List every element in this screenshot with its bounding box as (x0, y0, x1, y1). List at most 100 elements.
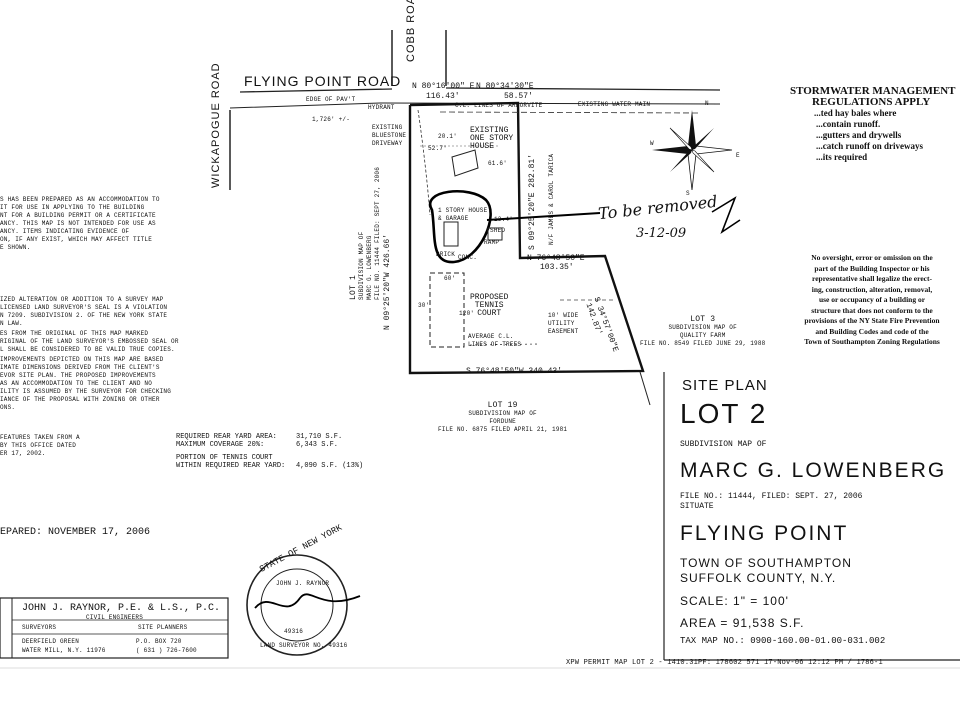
firm-block-frame (0, 597, 229, 659)
title-county: SUFFOLK COUNTY, N.Y. (680, 571, 837, 585)
title-scale: SCALE: 1" = 100' (680, 594, 789, 608)
max-coverage-value: 6,343 S.F. (296, 441, 339, 449)
note-alteration: IZED ALTERATION OR ADDITION TO A SURVEY … (0, 296, 168, 327)
dim-61-6: 61.6' (488, 160, 508, 167)
firm-phone: ( 631 ) 726-7600 (136, 647, 197, 654)
tree-line-label: AVERAGE C.L.LINES OF TREES (468, 333, 522, 348)
firm-address-2: WATER MILL, N.Y. 11976 (22, 647, 106, 654)
road-north-edge-left (239, 88, 393, 93)
existing-house (451, 149, 479, 177)
compass-e: E (736, 152, 740, 159)
title-town: TOWN OF SOUTHAMPTON (680, 556, 852, 570)
firm-surveyors: SURVEYORS (22, 624, 57, 631)
plot-footer: XPW PERMIT MAP LOT 2 - 1410.31PF: 178602… (566, 659, 883, 667)
title-place: FLYING POINT (680, 522, 849, 545)
lot19-leader (639, 371, 651, 406)
dim-30: 30' (418, 302, 430, 309)
bearing-east-mid-dist: 103.35' (540, 263, 574, 272)
bearing-north-1: N 80°16'00" E (412, 82, 475, 91)
title-owner: MARC G. LOWENBERG (680, 459, 947, 482)
brick-label: BRICK (436, 251, 456, 258)
removal-leader-line (486, 212, 601, 221)
bearing-west: N 09°25'20"W 426.66' (383, 233, 392, 330)
stormwater-stamp: STORMWATER MANAGEMENT REGULATIONS APPLY … (790, 85, 956, 163)
seal-name: JOHN J. RAYNOR (276, 580, 330, 587)
tree-line (469, 343, 541, 346)
firm-address-1: DEERFIELD GREEN (22, 638, 80, 645)
hydrant-label: HYDRANT (368, 104, 395, 111)
neighbor-owner-label: N/F JAMES & CAROL TARICA (548, 153, 555, 245)
arborvite-label: C.L. LINES OF ARBORVITE (455, 102, 543, 109)
flying-point-road-label: FLYING POINT ROAD (244, 73, 402, 89)
title-subdivision-map: SUBDIVISION MAP OF (680, 440, 767, 449)
concrete-label: CONC. (458, 254, 478, 261)
property-boundary (408, 101, 645, 375)
compass-w: W (650, 140, 654, 147)
bearing-south: S 76°48'50"W 340.43' (466, 367, 563, 376)
title-tax-map: TAX MAP NO.: 0900-160.00-01.00-031.002 (680, 636, 886, 646)
water-main-label: EXISTING WATER MAIN (578, 101, 651, 108)
tennis-portion-label-2: WITHIN REQUIRED REAR YARD: (176, 462, 286, 470)
compass-rose (652, 110, 733, 191)
dim-13-4: 13.4' (494, 216, 514, 223)
seal-number: 49316 (284, 628, 304, 635)
title-lot: LOT 2 (680, 398, 768, 429)
dim-52-7: 52.7' (428, 145, 448, 152)
garage-footprint (443, 221, 459, 247)
dim-120: 120' (459, 310, 475, 317)
note-accommodation: S HAS BEEN PREPARED AS AN ACCOMMODATION … (0, 196, 160, 251)
bearing-north-1-dist: 116.43' (426, 92, 460, 101)
bearing-east-mid: N 76°48'50"E (527, 254, 585, 263)
shed-footprint (487, 227, 503, 241)
distance-to-corner: 1,726' +/- (312, 116, 351, 123)
road-north-edge-right (445, 87, 721, 91)
handwritten-date: 3-12-09 (636, 226, 687, 241)
road-pavement-edge (229, 102, 721, 109)
surveyor-signature (254, 593, 361, 609)
edge-pavement-label: EDGE OF PAV'T (306, 96, 356, 103)
bearing-north-2: N 80°34'30"E (476, 82, 534, 91)
firm-site-planners: SITE PLANNERS (138, 624, 188, 631)
title-area: AREA = 91,538 S.F. (680, 616, 805, 630)
firm-po-box: P.O. BOX 720 (136, 638, 182, 645)
prepared-date: EPARED: NOVEMBER 17, 2006 (0, 527, 151, 538)
title-situate: SITUATE (680, 502, 714, 511)
tennis-court-outline (429, 272, 465, 348)
story-house-garage-label: 1 STORY HOUSE& GARAGE (438, 207, 488, 222)
surveyor-seal-outer (246, 554, 348, 656)
driveway-outline (417, 109, 431, 216)
max-coverage-label: MAXIMUM COVERAGE 20%: (176, 441, 265, 449)
compass-s: S (686, 190, 690, 197)
circled-structure (428, 189, 492, 264)
required-rear-yard-label: REQUIRED REAR YARD AREA: (176, 433, 277, 441)
bearing-east: S 09°25'20"E 282.81' (528, 153, 537, 250)
firm-name: JOHN J. RAYNOR, P.E. & L.S., P.C. (22, 603, 221, 614)
title-file-no: FILE NO.: 11444, FILED: SEPT. 27, 2006 (680, 492, 863, 501)
note-improvements: IMPROVEMENTS DEPICTED ON THIS MAP ARE BA… (0, 356, 172, 411)
cobb-road-label: COBB ROAD (405, 0, 417, 62)
shed-label: SHED (490, 227, 506, 234)
seal-caption: LAND SURVEYOR NO. 49316 (260, 642, 348, 649)
surveyor-seal-inner (260, 568, 334, 642)
bearing-north-2-dist: 58.57' (504, 92, 533, 101)
water-main-line (439, 111, 701, 114)
ramp-label: RAMP (484, 239, 500, 246)
wickapogue-road-label: WICKAPOGUE ROAD (210, 62, 222, 188)
firm-civil-engineers: CIVIL ENGINEERS (86, 614, 144, 621)
compass-n: N (705, 100, 709, 107)
title-site-plan: SITE PLAN (682, 377, 768, 394)
tennis-portion-label-1: PORTION OF TENNIS COURT (176, 454, 273, 462)
required-rear-yard-value: 31,710 S.F. (296, 433, 343, 441)
handwritten-initials (711, 196, 741, 235)
